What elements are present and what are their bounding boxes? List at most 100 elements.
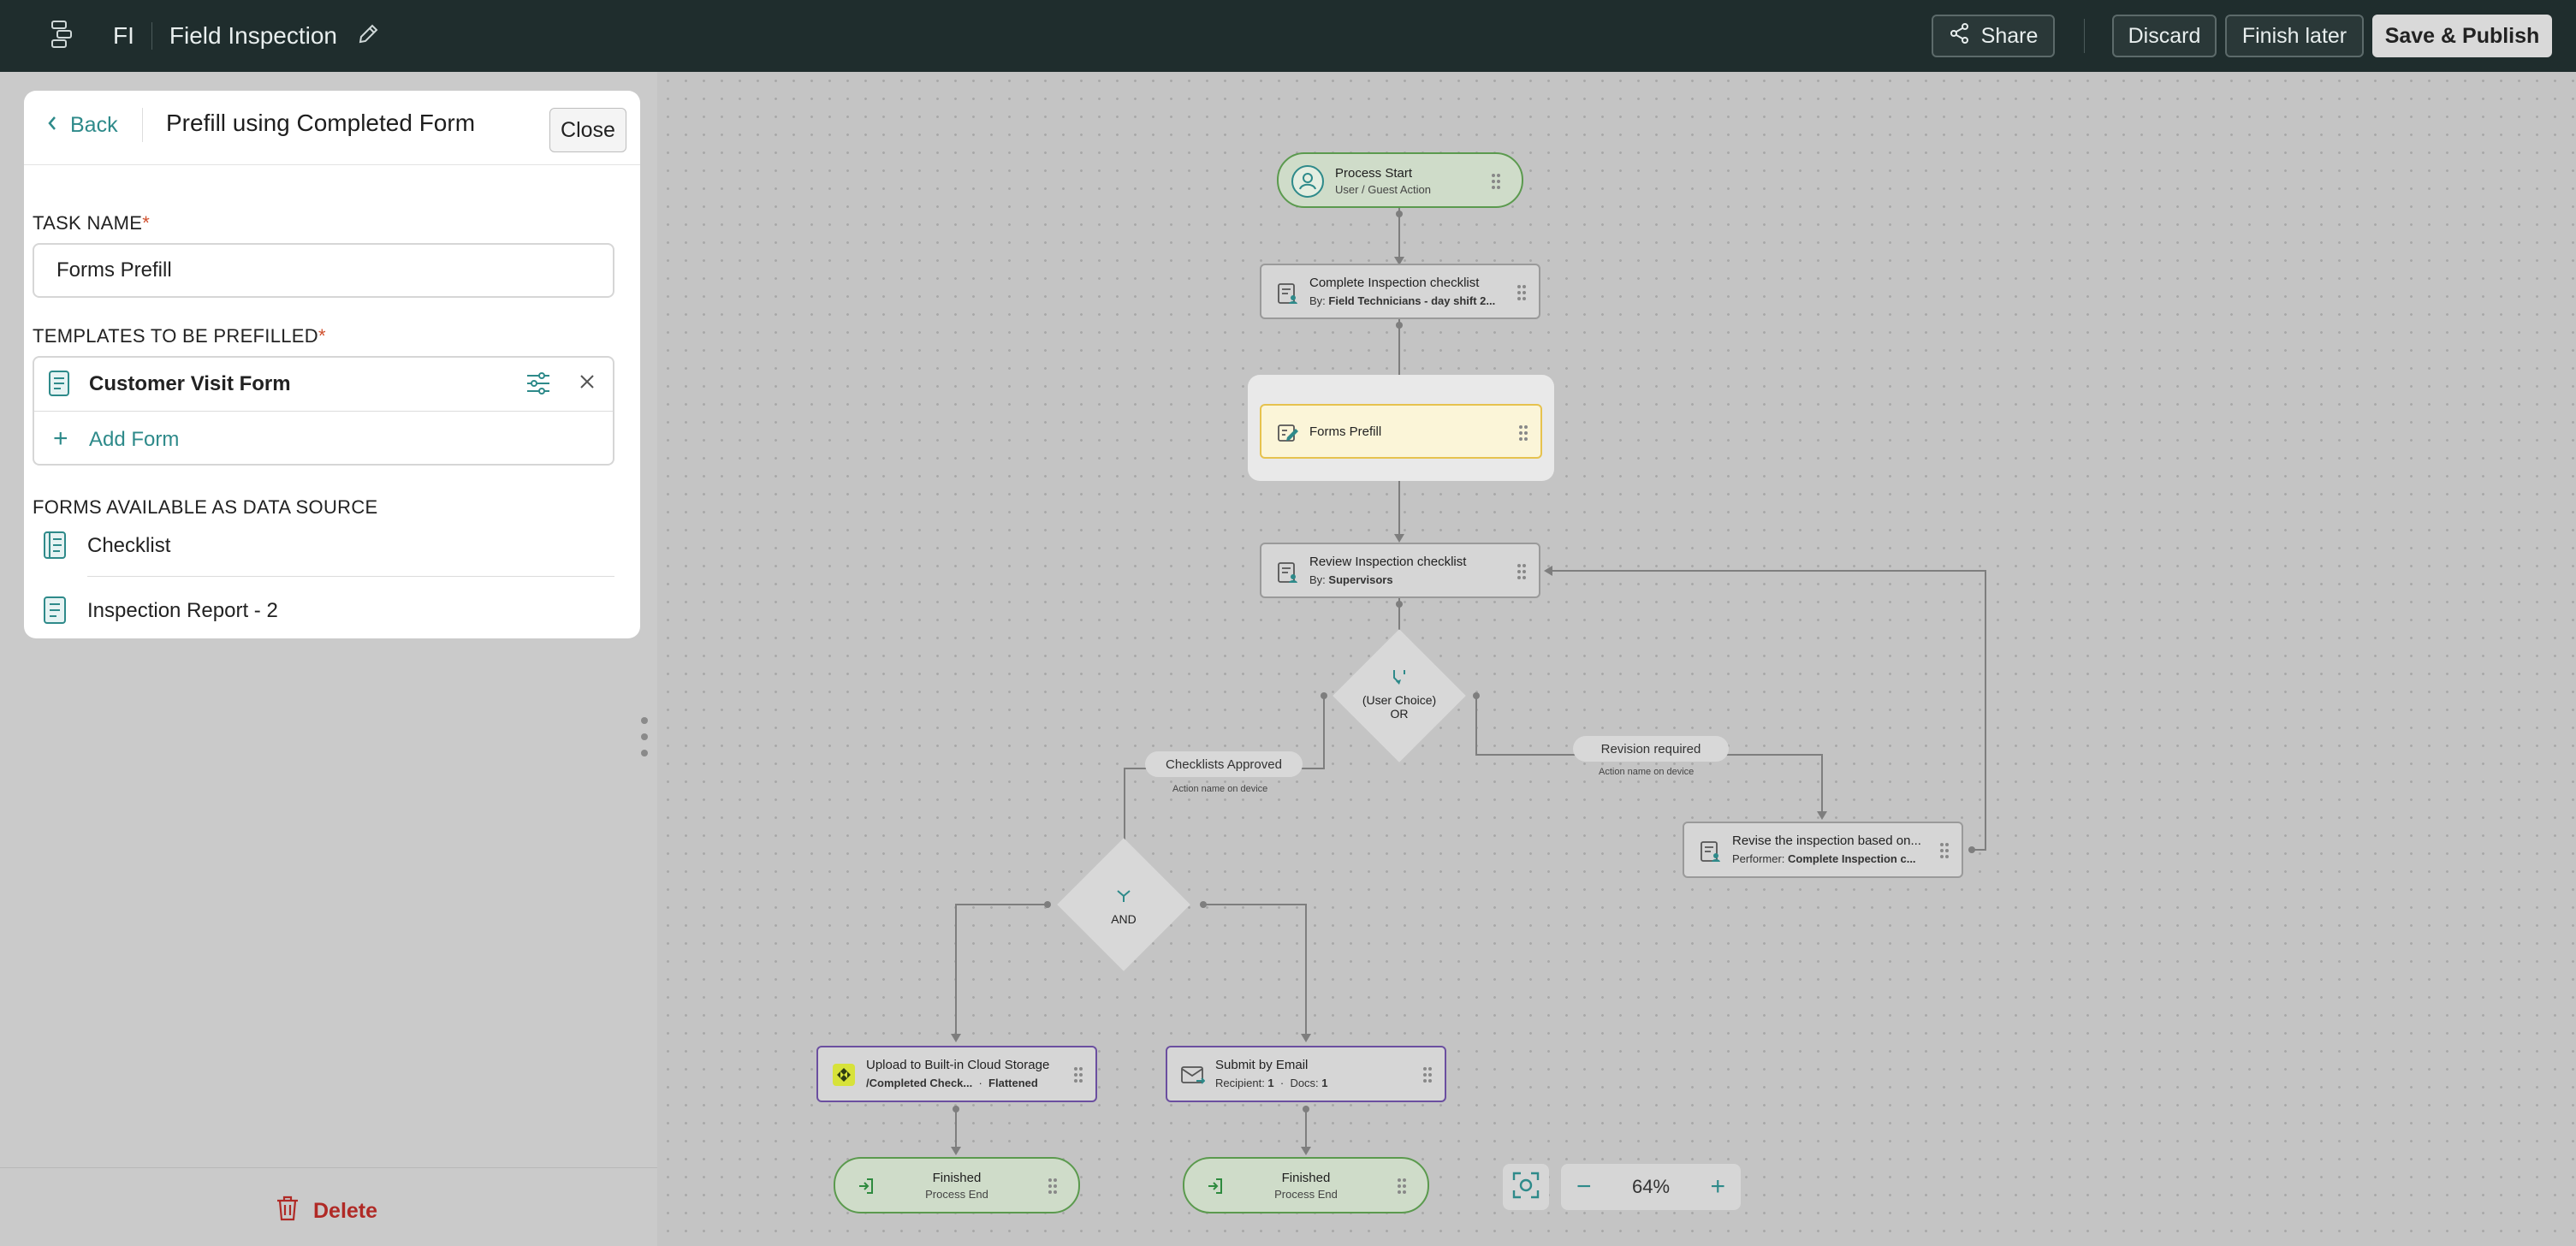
save-publish-button[interactable]: Save & Publish bbox=[2372, 15, 2552, 57]
gateway-label: AND bbox=[1111, 912, 1137, 926]
node-subtitle: Process End bbox=[1274, 1188, 1338, 1201]
node-title: Process Start bbox=[1335, 166, 1413, 181]
checklist-user-icon bbox=[1700, 840, 1722, 867]
task-node-revise[interactable]: Revise the inspection based on... Perfor… bbox=[1683, 822, 1963, 878]
node-subtitle: By: Field Technicians - day shift 2... bbox=[1309, 294, 1496, 307]
discard-button[interactable]: Discard bbox=[2112, 15, 2217, 57]
pencil-icon[interactable] bbox=[356, 22, 380, 50]
drag-handle-icon[interactable] bbox=[1397, 1178, 1407, 1199]
task-node-complete-checklist[interactable]: Complete Inspection checklist By: Field … bbox=[1260, 264, 1540, 319]
edge-label-revision[interactable]: Revision required bbox=[1573, 736, 1729, 762]
workflow-icon[interactable] bbox=[50, 20, 74, 53]
template-name: Customer Visit Form bbox=[89, 372, 291, 395]
node-title: Finished bbox=[1281, 1171, 1331, 1185]
node-title: Complete Inspection checklist bbox=[1309, 276, 1480, 290]
close-button[interactable]: Close bbox=[549, 108, 626, 152]
divider bbox=[142, 108, 143, 142]
focus-icon bbox=[1511, 1171, 1540, 1204]
drag-handle-icon[interactable] bbox=[1491, 173, 1501, 194]
datasource-label: FORMS AVAILABLE AS DATA SOURCE bbox=[33, 496, 378, 518]
zoom-in-button[interactable]: + bbox=[1710, 1172, 1725, 1201]
templates-label: TEMPLATES TO BE PREFILLED* bbox=[33, 325, 326, 347]
process-end-node[interactable]: Finished Process End bbox=[834, 1157, 1080, 1213]
back-label: Back bbox=[70, 113, 118, 137]
drag-handle-icon[interactable] bbox=[1073, 1066, 1083, 1088]
zoom-group: − 64% + bbox=[1561, 1164, 1741, 1210]
trash-icon bbox=[276, 1195, 300, 1228]
task-node-email[interactable]: Submit by Email Recipient: 1 · Docs: 1 bbox=[1166, 1046, 1446, 1102]
zoom-out-button[interactable]: − bbox=[1576, 1172, 1592, 1201]
node-title: Upload to Built-in Cloud Storage bbox=[866, 1058, 1050, 1072]
template-item[interactable]: Customer Visit Form bbox=[34, 358, 613, 412]
plus-icon: + bbox=[53, 424, 68, 453]
edge-sublabel: Action name on device bbox=[1599, 767, 1695, 777]
checklist-user-icon bbox=[1277, 282, 1299, 309]
node-title: Submit by Email bbox=[1215, 1058, 1309, 1072]
node-subtitle: Recipient: 1 · Docs: 1 bbox=[1215, 1077, 1328, 1089]
edge-label-approved[interactable]: Checklists Approved bbox=[1145, 751, 1303, 777]
resize-handle[interactable] bbox=[640, 715, 649, 758]
user-icon bbox=[1291, 164, 1325, 203]
node-title: Review Inspection checklist bbox=[1309, 555, 1467, 569]
fit-view-button[interactable] bbox=[1503, 1164, 1549, 1210]
node-title: Revise the inspection based on... bbox=[1732, 834, 1921, 848]
process-end-node[interactable]: Finished Process End bbox=[1183, 1157, 1429, 1213]
drag-handle-icon[interactable] bbox=[1048, 1178, 1058, 1199]
divider bbox=[0, 1167, 657, 1168]
datasource-item[interactable]: Checklist bbox=[33, 513, 614, 577]
zoom-level: 64% bbox=[1631, 1176, 1671, 1197]
email-icon bbox=[1181, 1066, 1206, 1089]
exit-icon bbox=[858, 1178, 875, 1199]
finish-later-button[interactable]: Finish later bbox=[2225, 15, 2364, 57]
gateway-label: (User Choice)OR bbox=[1362, 693, 1437, 721]
task-name-input[interactable]: Forms Prefill bbox=[33, 243, 614, 298]
datasource-item[interactable]: Inspection Report - 2 bbox=[33, 578, 614, 642]
choice-icon bbox=[1390, 668, 1409, 691]
back-button[interactable]: Back bbox=[46, 113, 118, 138]
node-subtitle: By: Supervisors bbox=[1309, 573, 1393, 586]
divider bbox=[2084, 19, 2085, 53]
node-subtitle: Performer: Complete Inspection c... bbox=[1732, 852, 1916, 865]
task-node-forms-prefill[interactable]: Forms Prefill bbox=[1260, 404, 1542, 459]
zoom-controls: − 64% + bbox=[1503, 1164, 1741, 1210]
app-title: Field Inspection bbox=[169, 22, 337, 49]
node-title: Finished bbox=[932, 1171, 982, 1185]
checklist-icon bbox=[43, 531, 67, 564]
cloud-storage-icon bbox=[832, 1063, 856, 1091]
exit-icon bbox=[1207, 1178, 1224, 1199]
panel-header: Back Prefill using Completed Form Close bbox=[24, 91, 640, 165]
task-node-review-checklist[interactable]: Review Inspection checklist By: Supervis… bbox=[1260, 543, 1540, 598]
properties-panel: Back Prefill using Completed Form Close … bbox=[0, 72, 657, 1246]
drag-handle-icon[interactable] bbox=[1939, 842, 1950, 863]
close-icon[interactable] bbox=[579, 373, 596, 395]
task-node-upload[interactable]: Upload to Built-in Cloud Storage /Comple… bbox=[816, 1046, 1097, 1102]
drag-handle-icon[interactable] bbox=[1517, 563, 1527, 584]
node-title: Forms Prefill bbox=[1309, 424, 1382, 439]
drag-handle-icon[interactable] bbox=[1517, 284, 1527, 306]
checklist-user-icon bbox=[1277, 561, 1299, 588]
panel-title: Prefill using Completed Form bbox=[166, 110, 476, 136]
node-subtitle: Process End bbox=[925, 1188, 988, 1201]
drag-handle-icon[interactable] bbox=[1518, 424, 1528, 446]
add-form-label: Add Form bbox=[89, 428, 180, 451]
task-properties-card: Back Prefill using Completed Form Close … bbox=[24, 91, 640, 638]
share-button[interactable]: Share bbox=[1932, 15, 2055, 57]
sliders-icon[interactable] bbox=[525, 371, 551, 400]
task-name-label: TASK NAME* bbox=[33, 212, 151, 234]
drag-handle-icon[interactable] bbox=[1422, 1066, 1433, 1088]
delete-label: Delete bbox=[313, 1199, 378, 1223]
process-start-node[interactable]: Process Start User / Guest Action bbox=[1277, 152, 1523, 208]
parallel-icon bbox=[1114, 888, 1133, 908]
templates-list: Customer Visit Form + Add Form bbox=[33, 356, 614, 466]
share-label: Share bbox=[1980, 23, 2039, 48]
datasource-name: Checklist bbox=[87, 534, 171, 557]
prefill-icon bbox=[1277, 423, 1299, 448]
form-icon bbox=[48, 370, 70, 401]
app-abbreviation: FI bbox=[113, 22, 134, 49]
share-icon bbox=[1949, 22, 1971, 50]
delete-button[interactable]: Delete bbox=[276, 1195, 377, 1228]
node-subtitle: User / Guest Action bbox=[1335, 183, 1431, 196]
add-form-button[interactable]: + Add Form bbox=[34, 412, 613, 466]
top-bar: FI Field Inspection Share Discard Finish… bbox=[0, 0, 2576, 72]
chevron-left-icon bbox=[46, 113, 58, 138]
